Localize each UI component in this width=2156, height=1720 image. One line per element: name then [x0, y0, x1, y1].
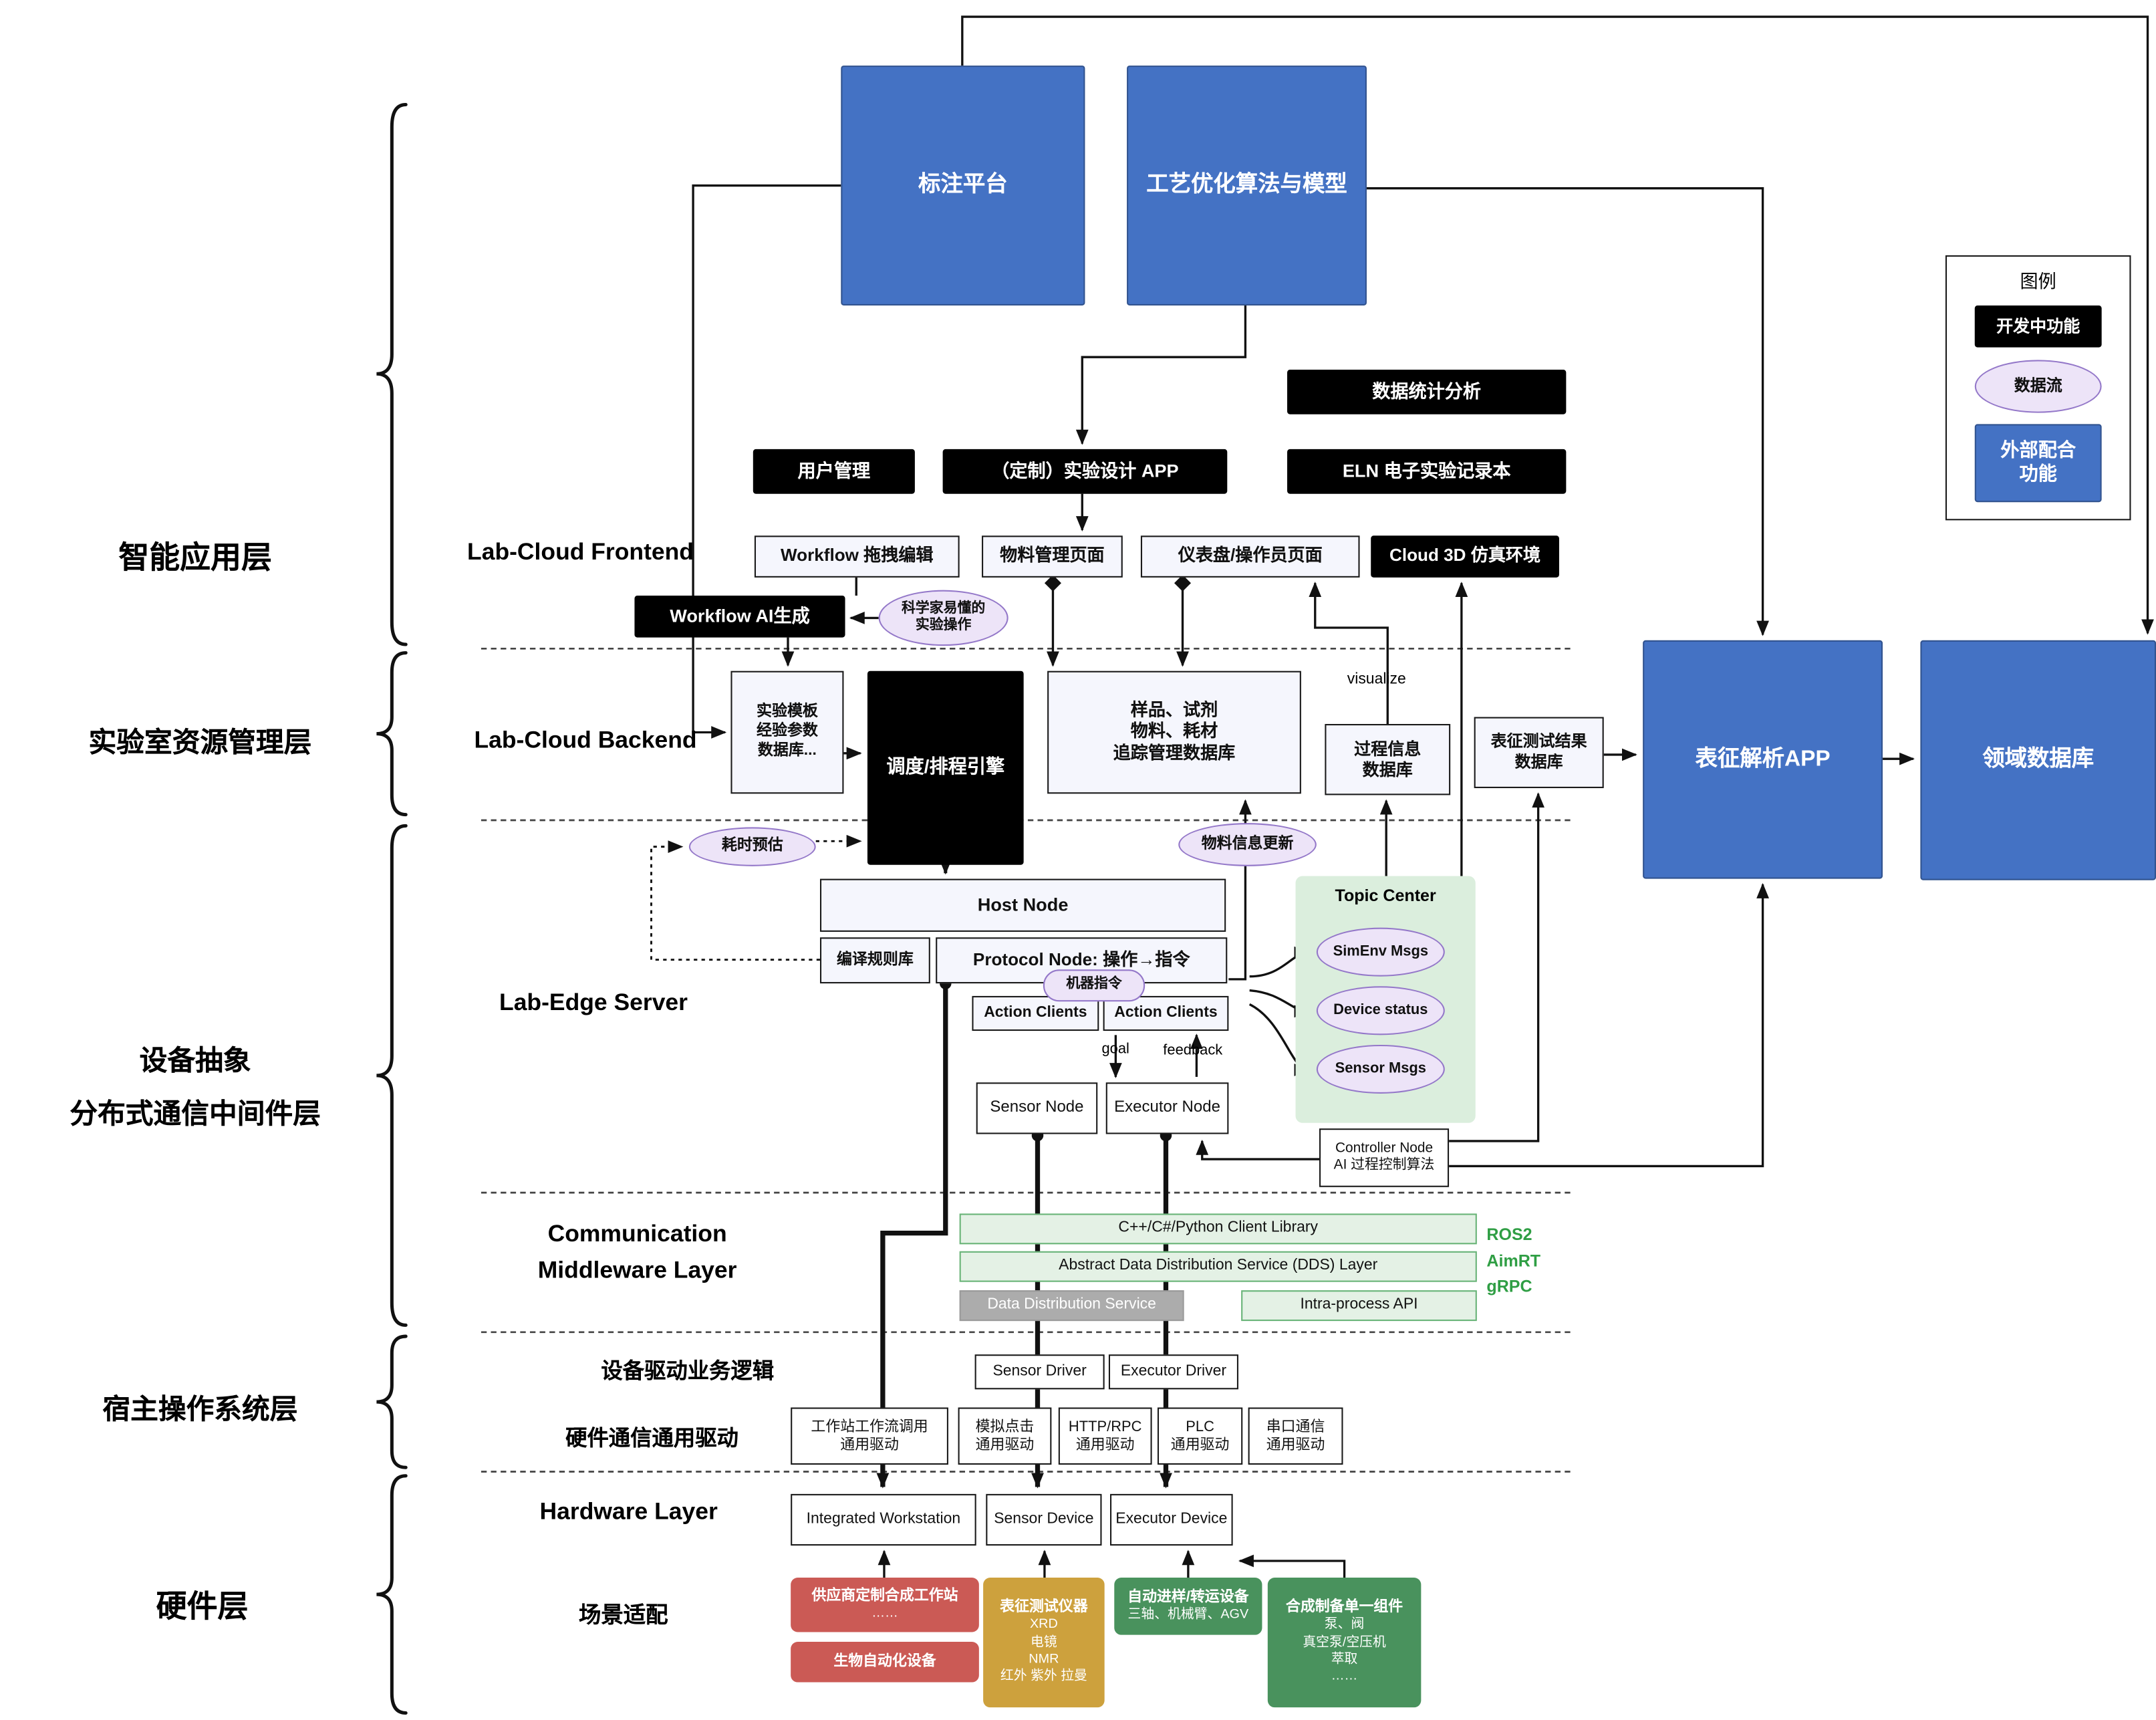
layer-label-hardware: 硬件层	[156, 1588, 249, 1624]
section-label-frontend: Lab-Cloud Frontend	[467, 538, 694, 566]
dotted-links	[650, 834, 862, 961]
section-label-hardware: Hardware Layer	[539, 1498, 718, 1525]
workstation-driver-node: 工作站工作流调用 通用驱动	[791, 1407, 948, 1465]
legend-dev-sample: 开发中功能	[1974, 305, 2102, 348]
dashboard-node: 仪表盘/操作员页面	[1140, 535, 1360, 578]
bio-automation-node: 生物自动化设备	[791, 1642, 979, 1683]
process-db-node: 过程信息 数据库	[1325, 723, 1451, 795]
host-node: Host Node	[819, 878, 1226, 932]
section-label-scene: 场景适配	[578, 1604, 668, 1628]
auto-sampler-sub: 三轴、机械臂、AGV	[1127, 1606, 1249, 1622]
synthesis-component-title: 合成制备单一组件	[1285, 1598, 1403, 1616]
executor-node: Executor Node	[1105, 1082, 1229, 1134]
dds-service-bar: Data Distribution Service	[959, 1290, 1184, 1322]
synthesis-component-node: 合成制备单一组件 泵、阀 真空泵/空压机 萃取 ……	[1267, 1578, 1422, 1708]
material-page-node: 物料管理页面	[982, 535, 1123, 578]
legend-dataflow-sample: 数据流	[1974, 360, 2102, 413]
domain-db-node: 领域数据库	[1920, 640, 2156, 880]
stats-analysis-node: 数据统计分析	[1287, 369, 1567, 414]
integrated-workstation-node: Integrated Workstation	[791, 1493, 976, 1546]
characterization-instrument-node: 表征测试仪器 XRD 电镜 NMR 红外 紫外 拉曼	[983, 1578, 1105, 1708]
serial-driver-node: 串口通信 通用驱动	[1248, 1407, 1343, 1465]
section-label-edge: Lab-Edge Server	[499, 989, 688, 1016]
executor-device-node: Executor Device	[1110, 1493, 1233, 1546]
char-result-db-node: 表征测试结果 数据库	[1474, 717, 1604, 788]
sensor-driver-node: Sensor Driver	[974, 1354, 1105, 1390]
sensor-node: Sensor Node	[976, 1082, 1098, 1134]
characterization-title: 表征测试仪器	[1000, 1598, 1088, 1616]
section-label-middleware: Communication Middleware Layer	[537, 1220, 737, 1284]
section-label-driver-logic: 设备驱动业务逻辑	[601, 1360, 775, 1384]
goal-label: goal	[1101, 1040, 1129, 1058]
layer-label-app: 智能应用层	[118, 539, 272, 575]
section-label-backend: Lab-Cloud Backend	[474, 727, 697, 753]
synthesis-component-sub: 泵、阀 真空泵/空压机 萃取 ……	[1303, 1617, 1386, 1685]
section-label-hw-driver: 硬件通信通用驱动	[565, 1427, 738, 1451]
layer-label-device: 设备抽象 分布式通信中间件层	[70, 1046, 321, 1130]
middleware-stack-label: ROS2 AimRT gRPC	[1486, 1225, 1541, 1296]
plc-driver-node: PLC 通用驱动	[1157, 1407, 1243, 1465]
layer-label-resource: 实验室资源管理层	[88, 728, 312, 759]
template-db-node: 实验模板 经验参数 数据库...	[730, 670, 844, 794]
click-sim-driver-node: 模拟点击 通用驱动	[958, 1407, 1052, 1465]
dds-layer-bar: Abstract Data Distribution Service (DDS)…	[959, 1251, 1477, 1282]
layer-label-host-os: 宿主操作系统层	[102, 1394, 298, 1426]
compile-rules-node: 编译规则库	[819, 937, 930, 984]
action-clients-node-2: Action Clients	[1103, 995, 1229, 1031]
time-estimate-dataflow: 耗时预估	[688, 827, 816, 866]
characterization-sub: XRD 电镜 NMR 红外 紫外 拉曼	[1000, 1617, 1087, 1685]
cloud3d-node: Cloud 3D 仿真环境	[1371, 535, 1559, 578]
user-mgmt-node: 用户管理	[753, 449, 915, 494]
workflow-ai-node: Workflow AI生成	[634, 596, 845, 638]
topic-center-title: Topic Center	[1335, 886, 1436, 906]
feedback-label: feedback	[1163, 1041, 1223, 1059]
legend-title: 图例	[2020, 270, 2056, 292]
controller-node: Controller Node AI 过程控制算法	[1319, 1128, 1450, 1187]
sensor-msgs-dataflow: Sensor Msgs	[1316, 1044, 1445, 1094]
action-clients-node-1: Action Clients	[972, 995, 1099, 1031]
executor-driver-node: Executor Driver	[1108, 1354, 1238, 1390]
layer-braces	[376, 102, 408, 1715]
machine-cmd-dataflow: 机器指令	[1043, 969, 1146, 1002]
layer-separators	[481, 647, 1573, 1473]
client-library-bar: C++/C#/Python Client Library	[959, 1213, 1477, 1245]
simenv-msgs-dataflow: SimEnv Msgs	[1316, 927, 1445, 977]
visualize-label: visualize	[1347, 670, 1406, 688]
material-update-dataflow: 物料信息更新	[1178, 823, 1317, 866]
http-rpc-driver-node: HTTP/RPC 通用驱动	[1058, 1407, 1152, 1465]
process-optimization-node: 工艺优化算法与模型	[1127, 66, 1367, 305]
sample-db-node: 样品、试剂 物料、耗材 追踪管理数据库	[1047, 670, 1301, 794]
intra-process-api-bar: Intra-process API	[1241, 1290, 1477, 1322]
vendor-workstation-title: 供应商定制合成工作站	[811, 1587, 958, 1604]
vendor-workstation-node: 供应商定制合成工作站 ……	[791, 1578, 979, 1632]
legend-external-sample: 外部配合 功能	[1974, 424, 2102, 503]
annotation-platform-node: 标注平台	[841, 66, 1085, 305]
scheduler-node: 调度/排程引擎	[867, 670, 1024, 865]
device-status-dataflow: Device status	[1316, 986, 1445, 1035]
auto-sampler-title: 自动进样/转运设备	[1127, 1588, 1249, 1606]
sensor-device-node: Sensor Device	[986, 1493, 1102, 1546]
exp-design-app-node: （定制）实验设计 APP	[942, 449, 1228, 494]
scientist-ops-dataflow: 科学家易懂的 实验操作	[878, 590, 1008, 646]
auto-sampler-node: 自动进样/转运设备 三轴、机械臂、AGV	[1114, 1578, 1262, 1635]
vendor-workstation-sub: ……	[871, 1605, 898, 1621]
eln-node: ELN 电子实验记录本	[1287, 449, 1567, 494]
topic-center-panel: Topic Center SimEnv Msgs Device status S…	[1295, 876, 1476, 1123]
char-analysis-app-node: 表征解析APP	[1643, 640, 1883, 879]
workflow-edit-node: Workflow 拖拽编辑	[754, 535, 960, 578]
